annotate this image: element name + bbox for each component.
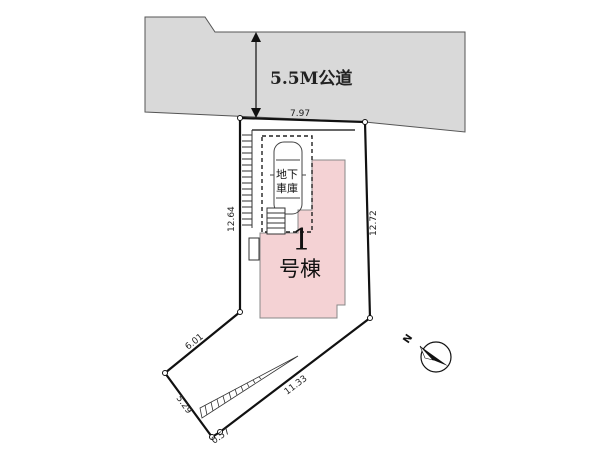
dim-left: 12.64: [227, 206, 237, 232]
entrance-stairs: [266, 207, 286, 235]
steps-hatching: [242, 130, 253, 228]
boundary-markers: [162, 115, 373, 440]
dim-top: 7.97: [290, 109, 310, 119]
car-outline-icon: [270, 141, 306, 215]
garage-outline: [261, 135, 313, 233]
road-area: [144, 16, 466, 133]
utility-box: [248, 237, 260, 261]
north-label: N: [401, 333, 415, 346]
north-arrow-icon: N: [401, 333, 452, 373]
garage-label-line2: 車庫: [276, 181, 298, 195]
garage-label-line1: 地下: [276, 168, 298, 181]
building-footprint: [259, 159, 346, 319]
road-width-arrow: [251, 32, 261, 118]
dim-right: 12.72: [369, 210, 379, 236]
building-number: 1: [292, 223, 311, 258]
driveway-hatching: [199, 355, 299, 419]
road-label: 5.5M公道: [270, 68, 352, 89]
building-name: 号棟: [279, 257, 321, 281]
